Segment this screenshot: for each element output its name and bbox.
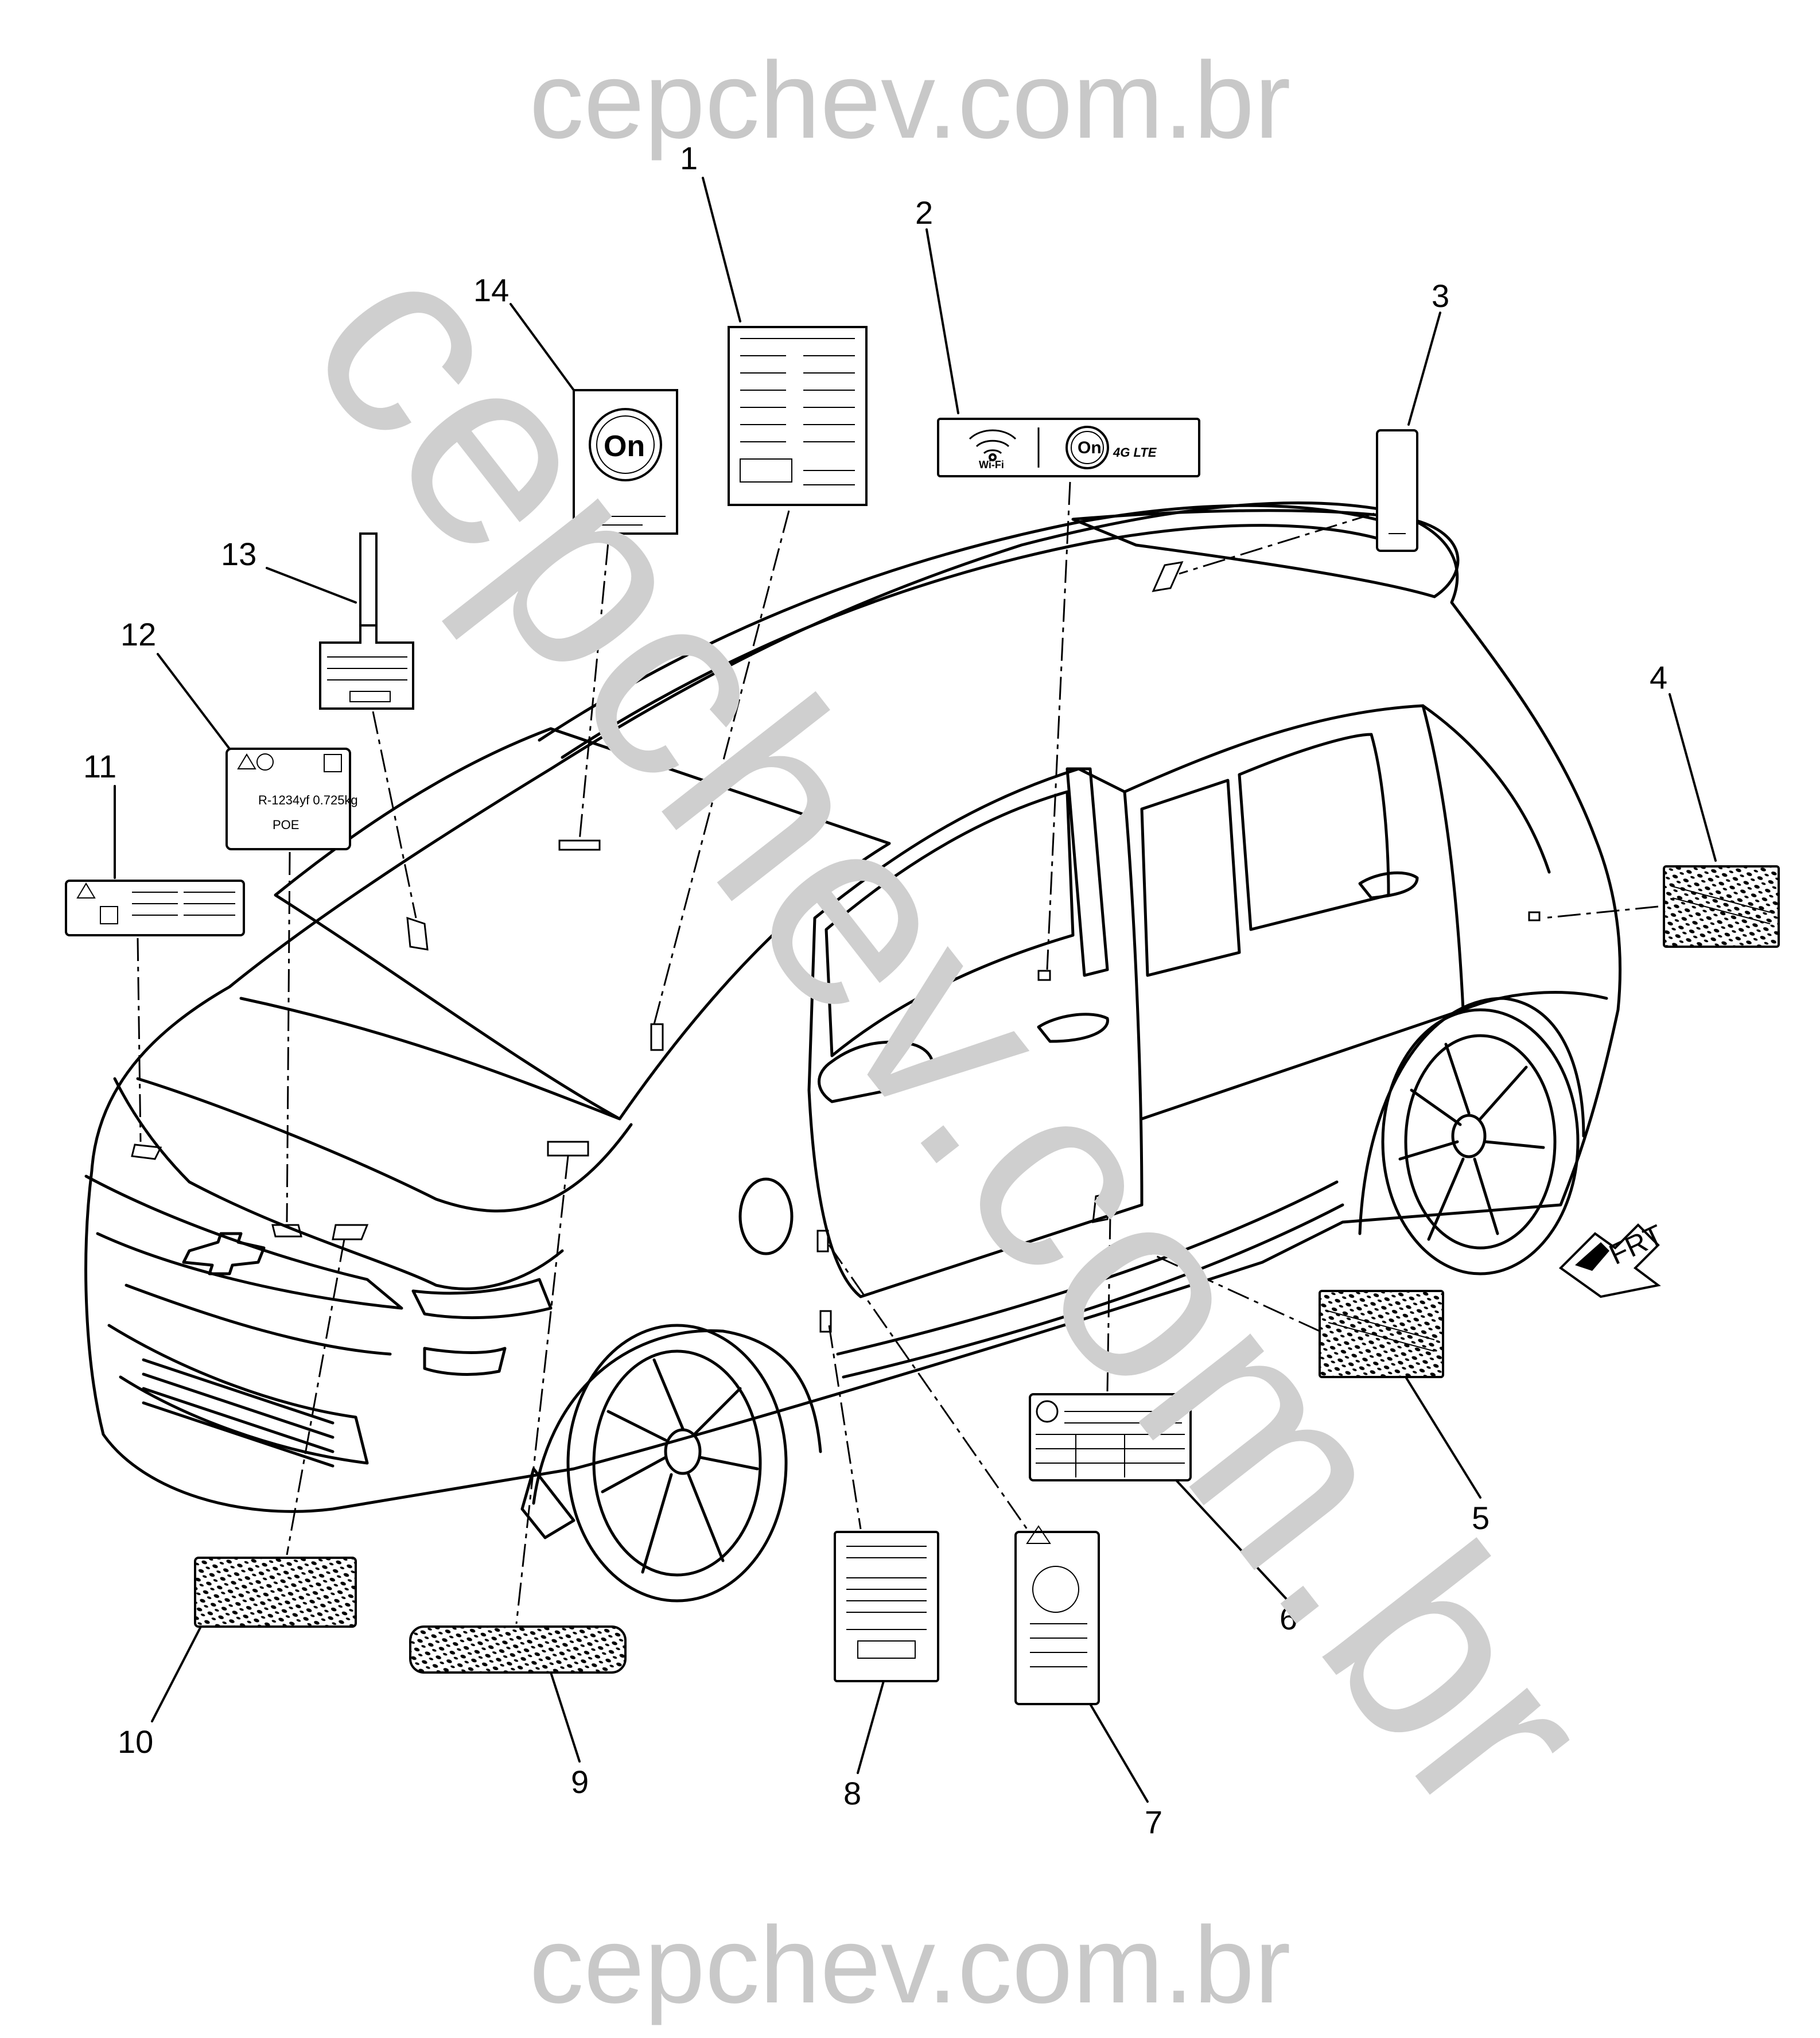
callout-12: 12: [120, 616, 156, 652]
label-1-sheet: [728, 326, 868, 506]
callout-1: 1: [680, 140, 698, 176]
onstar-logo-text: On: [604, 430, 645, 463]
label-9-patterned: [409, 1625, 627, 1674]
label-10-patterned: [194, 1557, 357, 1628]
label-4-patterned: [1663, 865, 1780, 948]
label-11-warning: [65, 880, 245, 936]
vehicle-outline: [84, 501, 1622, 1603]
callout-5: 5: [1472, 1500, 1490, 1536]
callout-11: 11: [83, 748, 116, 784]
leader-lines: [114, 177, 1717, 1803]
callout-14: 14: [473, 272, 509, 308]
placed-labels: [131, 561, 1541, 1333]
label-14-onstar: [573, 389, 678, 535]
onstar-connectivity-text: On: [1078, 438, 1102, 457]
watermark-top: cepchev.com.br: [529, 40, 1291, 161]
callout-8: 8: [843, 1775, 861, 1811]
dashed-lines: [137, 481, 1659, 1624]
label-12-ac: [225, 748, 351, 850]
callout-numbers: 1 2 3 4 5 6 7 8 9 10 11 12 13 14: [83, 140, 1667, 1840]
callout-10: 10: [118, 1724, 153, 1760]
label-8-text: [834, 1531, 939, 1682]
label-2-connectivity: [937, 418, 1200, 477]
callout-9: 9: [571, 1764, 589, 1800]
labels: [65, 326, 1780, 1705]
frt-arrow: FRT: [1558, 1219, 1668, 1298]
label-13-hangtag: [319, 532, 414, 710]
lte-text: 4G LTE: [1113, 445, 1157, 460]
refrigerant-text: R-1234yf 0.725kg: [258, 793, 358, 807]
watermark-bottom: cepchev.com.br: [529, 1904, 1291, 2026]
callout-7: 7: [1145, 1804, 1162, 1840]
callout-3: 3: [1432, 278, 1449, 314]
label-7-warning: [1014, 1525, 1100, 1705]
callout-2: 2: [915, 195, 933, 231]
oil-text: POE: [273, 818, 299, 832]
callout-6: 6: [1280, 1600, 1297, 1636]
label-texts: Wi-Fi On 4G LTE On R-1234yf 0.725kg POE: [258, 430, 1157, 832]
callout-4: 4: [1650, 659, 1667, 695]
callout-13: 13: [221, 536, 256, 572]
label-5-patterned: [1319, 1290, 1444, 1378]
label-6-table: [1029, 1393, 1192, 1481]
wifi-text: Wi-Fi: [979, 459, 1004, 470]
label-3-strip: [1376, 429, 1418, 552]
